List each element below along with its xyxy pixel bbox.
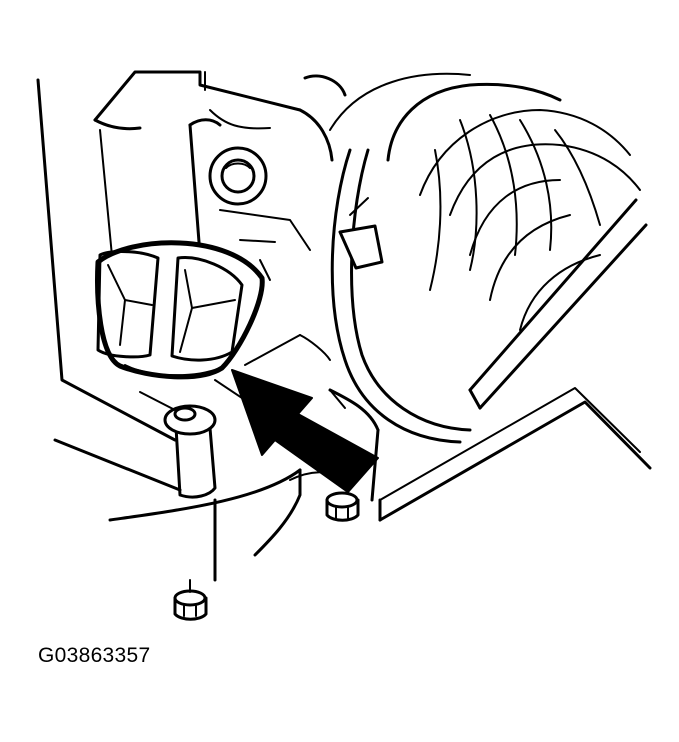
mounting-boss: [139, 391, 217, 499]
retaining-clip: [338, 197, 384, 270]
pulley-wheel: [329, 72, 641, 444]
lower-cover: [378, 387, 652, 522]
support-bracket: [213, 388, 380, 582]
round-boss: [208, 146, 268, 206]
bolt-right: [325, 491, 360, 522]
rubber-mount: [95, 240, 265, 380]
arrow-icon: [231, 369, 379, 493]
figure-id-label: G03863357: [38, 644, 151, 667]
housing-strip: [468, 198, 648, 410]
bolt-left: [173, 579, 208, 621]
